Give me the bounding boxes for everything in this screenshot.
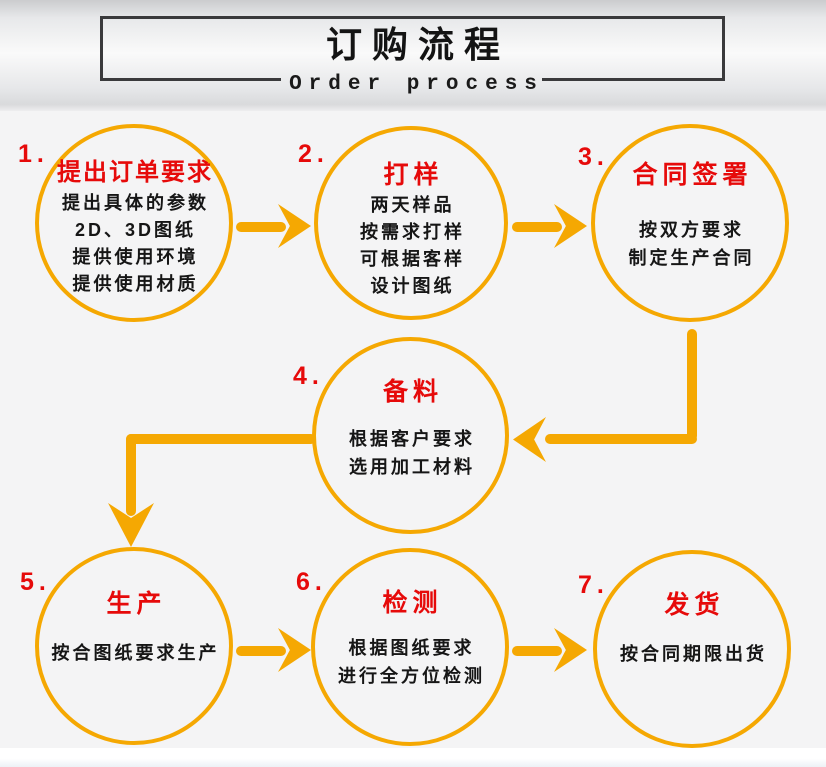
step-4-title: 备料 xyxy=(382,378,443,406)
step-3-circle: 合同签署 按双方要求 制定生产合同 xyxy=(591,124,789,322)
arrow-step2-to-step3-shaft xyxy=(512,222,562,232)
step-1-detail-line: 提出具体的参数 xyxy=(62,193,209,213)
step-6-details: 根据图纸要求 进行全方位检测 xyxy=(335,634,485,690)
step-7-title: 发货 xyxy=(664,591,725,619)
arrow-step5-to-step6-shaft xyxy=(236,646,286,656)
step-5-circle: 生产 按合图纸要求生产 xyxy=(35,547,233,745)
step-2-detail-line: 可根据客样 xyxy=(360,249,465,269)
step-2-circle: 打样 两天样品 按需求打样 可根据客样 设计图纸 xyxy=(314,126,508,320)
step-2-detail-line: 按需求打样 xyxy=(360,222,465,242)
step-7-circle: 发货 按合同期限出货 xyxy=(593,550,791,748)
arrow-step3-to-step4-vertical-shaft xyxy=(687,329,697,441)
step-3-details: 按双方要求 制定生产合同 xyxy=(626,216,755,272)
arrow-step4-to-step5-horizontal-shaft xyxy=(126,434,316,444)
step-5-title: 生产 xyxy=(106,590,167,618)
step-6-detail-line: 根据图纸要求 xyxy=(348,638,475,658)
arrow-step4-to-step5-vertical-shaft xyxy=(126,434,136,516)
step-5-details: 按合图纸要求生产 xyxy=(49,640,220,667)
step-4-detail-line: 根据客户要求 xyxy=(349,429,475,449)
step-2-detail-line: 设计图纸 xyxy=(370,276,455,296)
bottom-cover-band xyxy=(0,748,826,767)
step-7-details: 按合同期限出货 xyxy=(617,641,767,668)
arrow-step1-to-step2-shaft xyxy=(236,222,286,232)
step-6-number: 6. xyxy=(296,568,327,596)
step-4-details: 根据客户要求 选用加工材料 xyxy=(346,425,475,481)
step-3-detail-line: 按双方要求 xyxy=(639,220,744,240)
step-2-details: 两天样品 按需求打样 可根据客样 设计图纸 xyxy=(357,192,465,300)
step-4-detail-line: 选用加工材料 xyxy=(349,457,475,477)
header-frame xyxy=(100,16,725,81)
header-frame-bottom-right-segment xyxy=(542,78,725,81)
step-5-number: 5. xyxy=(20,568,51,596)
step-1-circle: 提出订单要求 提出具体的参数 2D、3D图纸 提供使用环境 提供使用材质 xyxy=(35,124,233,322)
step-7-number: 7. xyxy=(578,571,609,599)
step-6-title: 检测 xyxy=(382,589,443,617)
step-3-number: 3. xyxy=(578,143,609,171)
step-4-number: 4. xyxy=(293,362,324,390)
arrow-step3-to-step4-head-icon xyxy=(513,417,546,462)
header-frame-bottom-left-segment xyxy=(100,78,281,81)
step-2-detail-line: 两天样品 xyxy=(370,195,455,215)
step-5-detail-line: 按合图纸要求生产 xyxy=(51,643,220,663)
step-6-circle: 检测 根据图纸要求 进行全方位检测 xyxy=(311,548,509,746)
page-title: 订购流程 xyxy=(325,25,510,65)
step-2-title: 打样 xyxy=(383,161,444,189)
step-6-detail-line: 进行全方位检测 xyxy=(338,666,485,686)
step-3-detail-line: 制定生产合同 xyxy=(628,248,755,268)
step-1-detail-line: 提供使用材质 xyxy=(72,274,199,294)
step-1-title: 提出订单要求 xyxy=(57,159,213,186)
step-4-circle: 备料 根据客户要求 选用加工材料 xyxy=(312,337,509,534)
arrow-step6-to-step7-shaft xyxy=(512,646,562,656)
arrow-step3-to-step4-horizontal-shaft xyxy=(545,434,697,444)
step-1-detail-line: 提供使用环境 xyxy=(72,247,199,267)
step-1-details: 提出具体的参数 2D、3D图纸 提供使用环境 提供使用材质 xyxy=(59,190,209,298)
step-1-detail-line: 2D、3D图纸 xyxy=(74,220,197,240)
step-3-title: 合同签署 xyxy=(632,161,753,189)
page-subtitle: Order process xyxy=(289,73,544,96)
step-2-number: 2. xyxy=(298,140,329,168)
step-1-number: 1. xyxy=(18,140,49,168)
step-7-detail-line: 按合同期限出货 xyxy=(620,644,767,664)
